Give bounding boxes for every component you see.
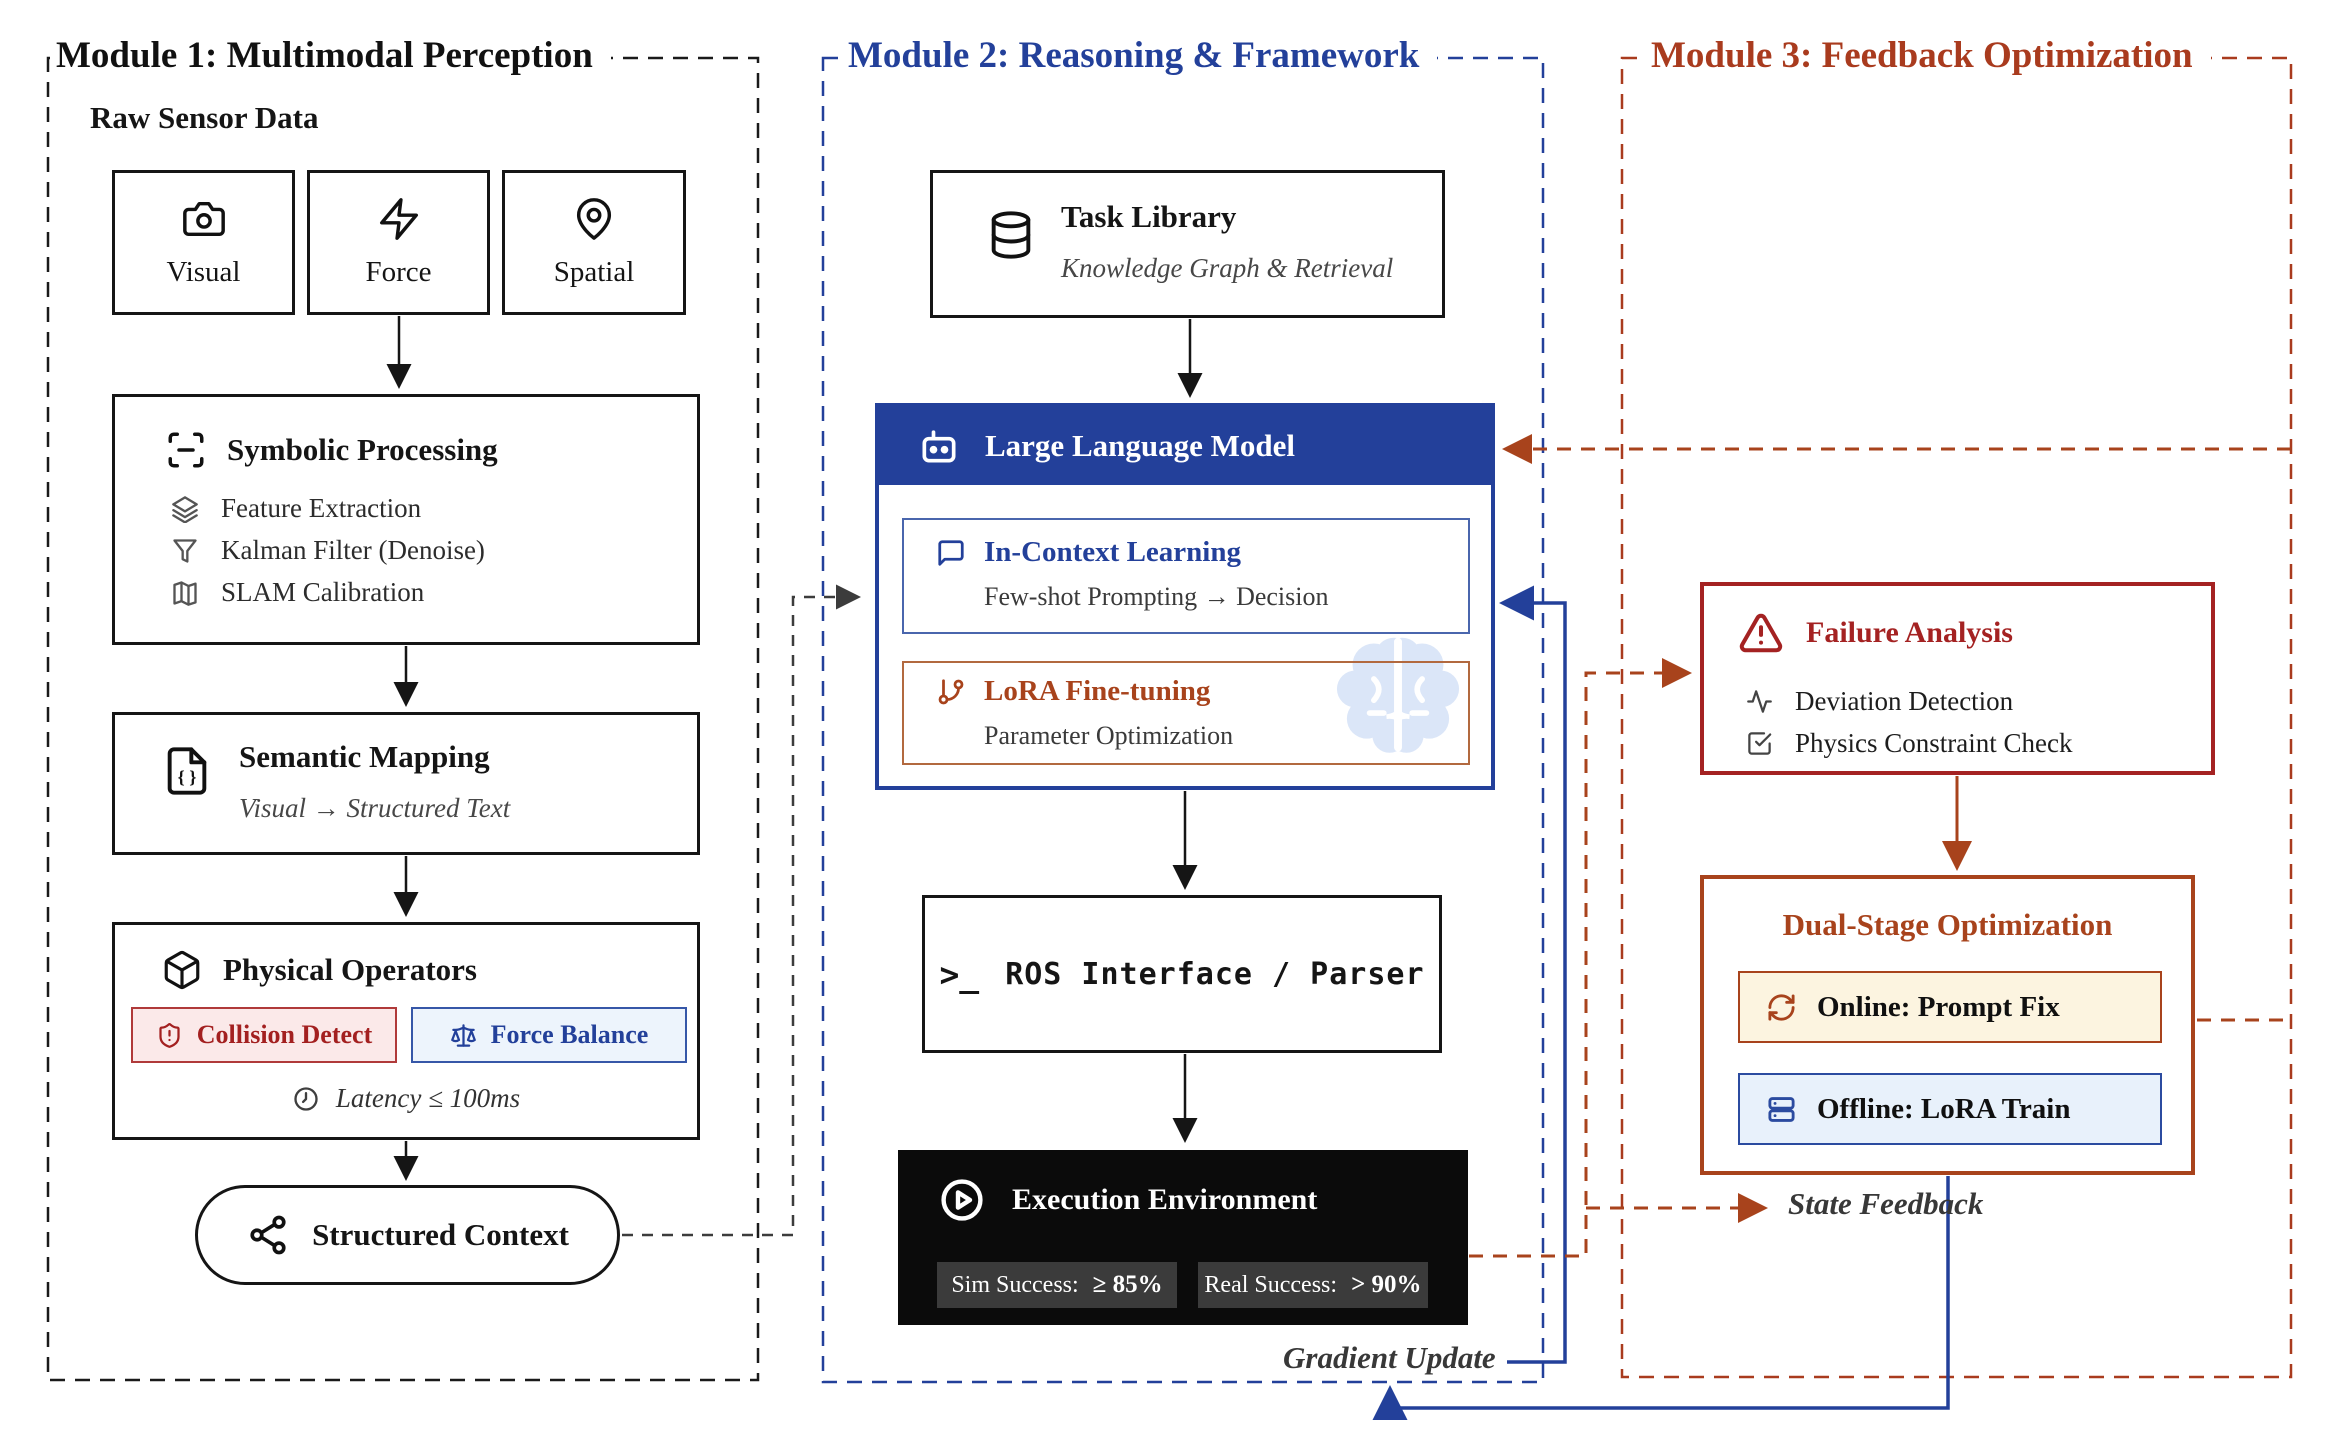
lora-subtitle: Parameter Optimization [984,721,1234,750]
real-success-badge: Real Success: > 90% [1198,1262,1428,1308]
ros-label: ROS Interface / Parser [1005,956,1425,992]
git-branch-icon [936,677,966,707]
gradient-update-label: Gradient Update [1283,1340,1496,1375]
ros-interface-box: >_ ROS Interface / Parser [922,895,1442,1053]
map-pin-icon [571,196,617,242]
dual-stage-box: Dual-Stage Optimization Online: Prompt F… [1700,875,2195,1175]
real-success-value: > 90% [1351,1271,1422,1298]
failure-analysis-box: Failure Analysis Deviation Detection Phy… [1700,582,2215,775]
physical-title: Physical Operators [223,952,477,987]
collision-detect-chip: Collision Detect [131,1007,397,1063]
offline-lora-train-box: Offline: LoRA Train [1738,1073,2162,1145]
sensor-label: Force [365,256,432,288]
sensor-label: Spatial [553,256,635,288]
llm-header: Large Language Model [879,407,1491,485]
lora-finetuning-box: LoRA Fine-tuning Parameter Optimization [902,661,1470,765]
alert-triangle-icon [1738,610,1784,656]
clock-icon [292,1085,320,1113]
server-icon [1766,1094,1797,1125]
structured-context-pill: Structured Context [195,1185,620,1285]
raw-sensor-data-label: Raw Sensor Data [90,100,319,135]
sim-success-label: Sim Success: [951,1271,1079,1298]
dual-stage-title: Dual-Stage Optimization [1782,907,2113,942]
in-context-learning-box: In-Context Learning Few-shot Prompting →… [902,518,1470,634]
execution-environment-box: Execution Environment Sim Success: ≥ 85%… [898,1150,1468,1325]
sim-success-value: ≥ 85% [1092,1271,1163,1298]
layers-icon [171,495,199,523]
latency-label: Latency ≤ 100ms [335,1083,521,1113]
icl-subtitle: Few-shot Prompting → Decision [984,582,1329,611]
sensor-box-spatial: Spatial [502,170,686,315]
semantic-mapping-box: { } Semantic Mapping Visual → Structured… [112,712,700,855]
sim-success-badge: Sim Success: ≥ 85% [937,1262,1177,1308]
semantic-subtitle: Visual → Structured Text [239,793,511,823]
connector-context-to-llm [622,584,861,1237]
module3-title: Module 3: Feedback Optimization [1645,33,2211,79]
refresh-icon [1766,992,1797,1023]
sensor-box-force: Force [307,170,490,315]
message-square-icon [936,538,966,568]
camera-icon [181,196,227,242]
module1-title: Module 1: Multimodal Perception [50,33,611,79]
scale-icon [450,1022,477,1049]
sensor-label: Visual [166,256,241,288]
llm-body: In-Context Learning Few-shot Prompting →… [879,485,1491,786]
symbolic-item: Feature Extraction [221,493,422,523]
zap-icon [376,196,422,242]
connector-execution-to-failure [1469,658,1692,1258]
cube-icon [161,949,203,991]
task-library-title: Task Library [1061,199,1237,234]
force-balance-chip: Force Balance [411,1007,687,1063]
connector-gradient-update [1499,585,1567,1364]
shield-alert-icon [156,1022,183,1049]
robot-icon [917,424,961,468]
failure-title: Failure Analysis [1806,616,2013,649]
symbolic-title: Symbolic Processing [227,432,498,467]
module2-title: Module 2: Reasoning & Framework [842,33,1438,79]
svg-text:{ }: { } [177,767,196,787]
lora-title: LoRA Fine-tuning [984,675,1211,707]
task-library-subtitle: Knowledge Graph & Retrieval [1061,253,1394,283]
semantic-title: Semantic Mapping [239,739,490,774]
llm-box: Large Language Model [875,403,1495,790]
terminal-prompt-icon: >_ [939,954,980,994]
collision-detect-label: Collision Detect [196,1020,373,1049]
offline-label: Offline: LoRA Train [1817,1092,2071,1125]
connector-offline-feedback [1372,1176,1950,1420]
symbolic-processing-box: Symbolic Processing Feature Extraction K… [112,394,700,645]
structured-context-label: Structured Context [312,1217,569,1252]
task-library-box: Task Library Knowledge Graph & Retrieval [930,170,1445,318]
physical-operators-box: Physical Operators Collision Detect Forc… [112,922,700,1140]
share-nodes-icon [246,1213,290,1257]
brain-icon [1327,625,1469,767]
execution-title: Execution Environment [1012,1183,1318,1216]
force-balance-label: Force Balance [490,1020,649,1049]
real-success-label: Real Success: [1204,1271,1338,1298]
symbolic-item: Kalman Filter (Denoise) [221,535,485,565]
online-prompt-fix-box: Online: Prompt Fix [1738,971,2162,1043]
online-label: Online: Prompt Fix [1817,990,2060,1023]
funnel-icon [171,537,199,565]
map-icon [171,579,199,607]
scan-frame-icon [165,429,207,471]
play-circle-icon [938,1176,986,1224]
symbolic-item: SLAM Calibration [221,577,425,607]
state-feedback-label: State Feedback [1788,1186,1984,1221]
sensor-box-visual: Visual [112,170,295,315]
check-square-icon [1746,730,1773,757]
failure-item: Physics Constraint Check [1795,728,2073,758]
file-code-icon: { } [161,745,213,797]
icl-title: In-Context Learning [984,536,1241,568]
database-icon [985,209,1037,261]
activity-icon [1746,688,1773,715]
failure-item: Deviation Detection [1795,686,2014,716]
llm-title: Large Language Model [985,428,1295,463]
